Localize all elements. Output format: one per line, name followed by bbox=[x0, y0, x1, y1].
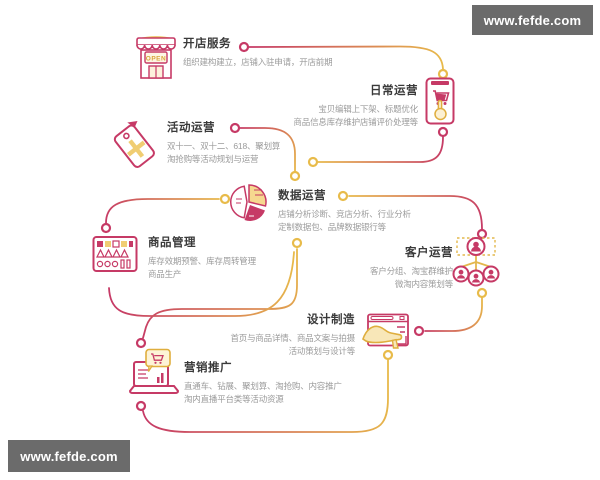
node-store-opening: 开店服务 组织建构建立，店铺入驻申请，开店前期 bbox=[183, 38, 333, 69]
node-product-management: 商品管理 库存效期预警、库存周转管理商品生产 bbox=[148, 237, 256, 281]
watermark-bottom-left: www.fefde.com bbox=[8, 440, 130, 472]
node-subtitle: 宝贝编辑上下架、标题优化商品信息库存维护店铺评价处理等 bbox=[293, 104, 418, 127]
phone-cart-icon bbox=[425, 77, 455, 125]
node-title: 客户运营 bbox=[405, 247, 453, 259]
node-design-production: 设计制造 首页与商品详情、商品文案与拍摄活动策划与设计等 bbox=[215, 314, 355, 358]
open-sign-label: OPEN bbox=[146, 56, 166, 63]
node-title: 数据运营 bbox=[278, 190, 326, 202]
watermark-top-right: www.fefde.com bbox=[472, 5, 593, 35]
node-marketing-promotion: 营销推广 直通车、钻展、聚划算、淘抢购、内容推广淘内直播平台类等活动资源 bbox=[184, 362, 342, 406]
laptop-promo-icon bbox=[128, 348, 180, 394]
node-title: 营销推广 bbox=[184, 362, 232, 374]
design-browser-icon bbox=[362, 313, 409, 349]
customer-network-icon bbox=[452, 237, 500, 287]
node-subtitle: 直通车、钻展、聚划算、淘抢购、内容推广淘内直播平台类等活动资源 bbox=[184, 381, 342, 404]
node-customer-operation: 客户运营 客户分组、淘宝群维护微淘内容策划等 bbox=[318, 247, 453, 291]
inventory-icon bbox=[92, 236, 138, 272]
node-title: 活动运营 bbox=[167, 122, 215, 134]
storefront-icon: OPEN bbox=[136, 36, 176, 79]
node-subtitle: 客户分组、淘宝群维护微淘内容策划等 bbox=[369, 266, 453, 289]
pie-chart-icon bbox=[229, 184, 267, 221]
node-title: 开店服务 bbox=[183, 38, 231, 50]
node-data-operation: 数据运营 店铺分析诊断、竞店分析、行业分析定制数据包、品牌数据银行等 bbox=[278, 190, 411, 234]
node-subtitle: 首页与商品详情、商品文案与拍摄活动策划与设计等 bbox=[230, 333, 355, 356]
node-subtitle: 双十一、双十二、618、聚划算淘抢购等活动规划与运营 bbox=[167, 141, 281, 164]
node-daily-operation: 日常运营 宝贝编辑上下架、标题优化商品信息库存维护店铺评价处理等 bbox=[258, 85, 418, 129]
price-tag-icon bbox=[113, 120, 155, 168]
node-title: 设计制造 bbox=[307, 314, 355, 326]
node-campaign-operation: 活动运营 双十一、双十二、618、聚划算淘抢购等活动规划与运营 bbox=[167, 122, 280, 166]
node-title: 日常运营 bbox=[370, 85, 418, 97]
node-title: 商品管理 bbox=[148, 237, 196, 249]
node-subtitle: 组织建构建立，店铺入驻申请，开店前期 bbox=[183, 57, 333, 67]
node-subtitle: 库存效期预警、库存周转管理商品生产 bbox=[148, 256, 256, 279]
node-subtitle: 店铺分析诊断、竞店分析、行业分析定制数据包、品牌数据银行等 bbox=[278, 209, 411, 232]
